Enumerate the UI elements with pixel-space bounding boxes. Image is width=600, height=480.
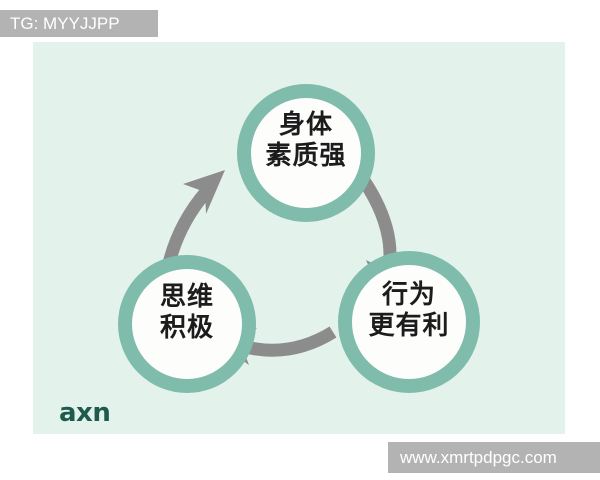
watermark-top-text: TG: MYYJJPP <box>10 13 120 33</box>
axn-logo: axn <box>59 398 111 428</box>
cycle-diagram <box>118 84 480 393</box>
watermark-top: TG: MYYJJPP <box>0 10 158 37</box>
node-left <box>118 255 256 393</box>
node-right <box>338 251 480 393</box>
watermark-bottom: www.xmrtpdpgc.com <box>388 442 600 473</box>
watermark-bottom-text: www.xmrtpdpgc.com <box>400 447 557 467</box>
node-top <box>237 84 375 222</box>
